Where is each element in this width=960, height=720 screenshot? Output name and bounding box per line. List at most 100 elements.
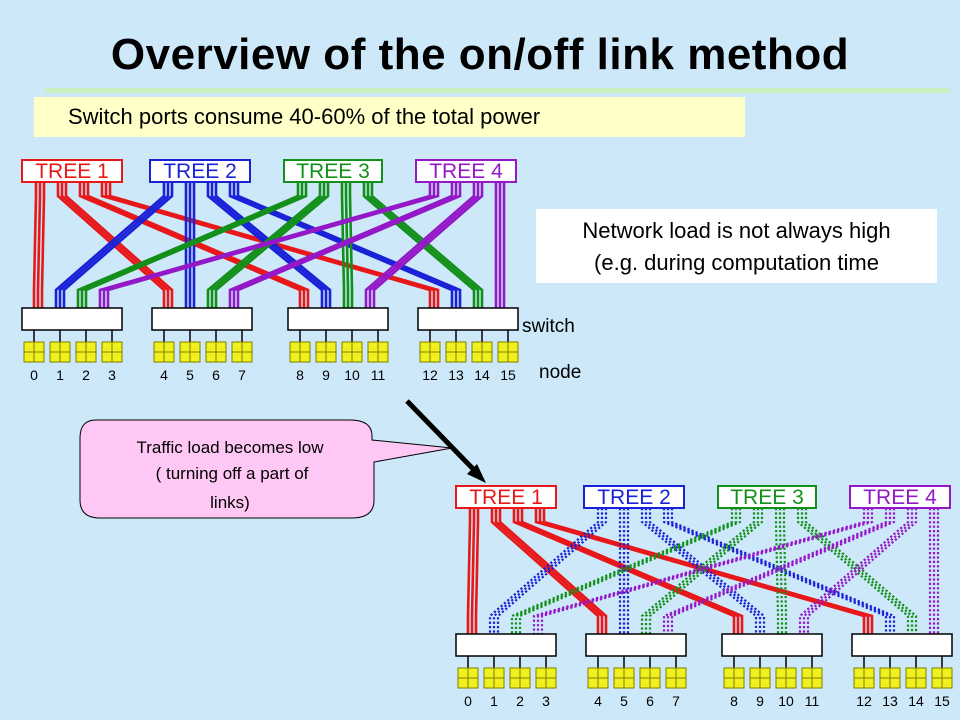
before-node-10 [341, 341, 363, 363]
after-node-0 [457, 667, 479, 689]
after-node-number-6: 6 [646, 693, 654, 709]
after-link-tree4-sw1-3 [540, 508, 874, 634]
after-tree-2-box [583, 485, 685, 509]
after-node-number-12: 12 [856, 693, 872, 709]
after-link-tree3-sw1-3 [518, 508, 742, 634]
power-consumption-text: Switch ports consume 40-60% of the total… [68, 104, 541, 129]
before-node-11 [367, 341, 389, 363]
after-tree-4-box [849, 485, 951, 509]
before-link-tree1-sw1-2 [36, 182, 42, 308]
after-node-number-11: 11 [805, 693, 820, 709]
after-node-number-10: 10 [778, 693, 794, 709]
before-link-tree3-sw3-3 [348, 182, 354, 308]
after-node-2 [509, 667, 531, 689]
before-node-number-13: 13 [448, 367, 464, 383]
after-switch-4 [851, 633, 953, 657]
after-link-tree2-sw4-3 [670, 508, 896, 634]
before-tree-2-label: TREE 2 [163, 160, 237, 183]
after-tree-3-label: TREE 3 [730, 486, 804, 509]
before-tree-3-label: TREE 3 [296, 160, 370, 183]
before-tree-4-box [415, 159, 517, 183]
after-node-7 [665, 667, 687, 689]
after-link-tree3-sw1-2 [514, 508, 738, 634]
after-node-number-4: 4 [594, 693, 602, 709]
after-link-tree1-sw1-3 [474, 508, 480, 634]
before-tree-1-label: TREE 1 [35, 160, 109, 183]
after-node-number-14: 14 [908, 693, 924, 709]
before-tree-3-box [283, 159, 383, 183]
after-link-tree3-sw1-1 [510, 508, 734, 634]
after-node-number-1: 1 [490, 693, 498, 709]
after-link-tree4-sw2-2 [666, 508, 892, 634]
after-link-tree3-sw3-3 [782, 508, 788, 634]
after-node-15 [931, 667, 953, 689]
after-node-5 [613, 667, 635, 689]
after-link-tree2-sw4-2 [666, 508, 892, 634]
before-node-number-5: 5 [186, 367, 194, 383]
before-node-5 [179, 341, 201, 363]
after-link-tree2-sw1-2 [492, 508, 604, 634]
after-node-number-3: 3 [542, 693, 550, 709]
before-switch-3 [287, 307, 389, 331]
after-node-14 [905, 667, 927, 689]
before-node-number-12: 12 [422, 367, 438, 383]
before-node-number-11: 11 [371, 367, 386, 383]
power-consumption-note: Switch ports consume 40-60% of the total… [34, 97, 745, 137]
switch-legend-label: switch [522, 316, 575, 337]
before-node-6 [205, 341, 227, 363]
after-link-tree3-sw4-2 [800, 508, 914, 634]
bubble-line-1: Traffic load becomes low [136, 438, 324, 457]
after-node-number-8: 8 [730, 693, 738, 709]
after-node-number-5: 5 [620, 693, 628, 709]
before-node-2 [75, 341, 97, 363]
after-node-6 [639, 667, 661, 689]
before-link-tree4-sw2-2 [232, 182, 458, 308]
after-node-1 [483, 667, 505, 689]
after-link-tree1-sw3-2 [516, 508, 740, 634]
before-link-tree2-sw1-1 [54, 182, 166, 308]
after-switch-3 [721, 633, 823, 657]
before-tree-4-label: TREE 4 [429, 160, 503, 183]
after-node-number-7: 7 [672, 693, 680, 709]
after-link-tree4-sw2-3 [670, 508, 896, 634]
before-switch-1 [21, 307, 123, 331]
before-tree-2-box [149, 159, 251, 183]
before-node-number-6: 6 [212, 367, 220, 383]
after-link-tree4-sw3-2 [802, 508, 914, 634]
before-node-13 [445, 341, 467, 363]
after-tree-1-label: TREE 1 [469, 486, 543, 509]
after-node-4 [587, 667, 609, 689]
before-link-tree4-sw1-3 [106, 182, 440, 308]
before-link-tree2-sw1-2 [58, 182, 170, 308]
before-node-number-0: 0 [30, 367, 38, 383]
before-link-tree4-sw2-3 [236, 182, 462, 308]
after-node-number-15: 15 [934, 693, 950, 709]
after-tree-4-label: TREE 4 [863, 486, 937, 509]
after-link-tree4-sw3-1 [798, 508, 910, 634]
after-link-tree2-sw1-1 [488, 508, 600, 634]
title-divider [45, 88, 950, 93]
before-node-14 [471, 341, 493, 363]
after-link-tree2-sw1-3 [496, 508, 608, 634]
before-node-7 [231, 341, 253, 363]
speech-bubble: Traffic load becomes low ( turning off a… [79, 419, 453, 519]
before-link-tree1-sw1-1 [32, 182, 38, 308]
before-tree-1-box [21, 159, 123, 183]
before-link-tree3-sw1-3 [84, 182, 308, 308]
after-link-tree3-sw4-1 [796, 508, 910, 634]
after-link-tree1-sw3-3 [520, 508, 744, 634]
before-link-tree4-sw2-1 [228, 182, 454, 308]
before-node-number-1: 1 [56, 367, 64, 383]
before-link-tree1-sw1-3 [40, 182, 46, 308]
before-switch-4 [417, 307, 519, 331]
before-node-number-14: 14 [474, 367, 490, 383]
before-node-12 [419, 341, 441, 363]
page-title: Overview of the on/off link method [110, 30, 850, 79]
before-link-tree4-sw3-3 [372, 182, 484, 308]
before-node-number-15: 15 [500, 367, 516, 383]
after-link-tree3-sw2-1 [640, 508, 756, 634]
after-link-tree3-sw2-3 [648, 508, 764, 634]
before-link-tree2-sw1-3 [62, 182, 174, 308]
after-tree-2-label: TREE 2 [597, 486, 671, 509]
after-tree-3-box [717, 485, 817, 509]
